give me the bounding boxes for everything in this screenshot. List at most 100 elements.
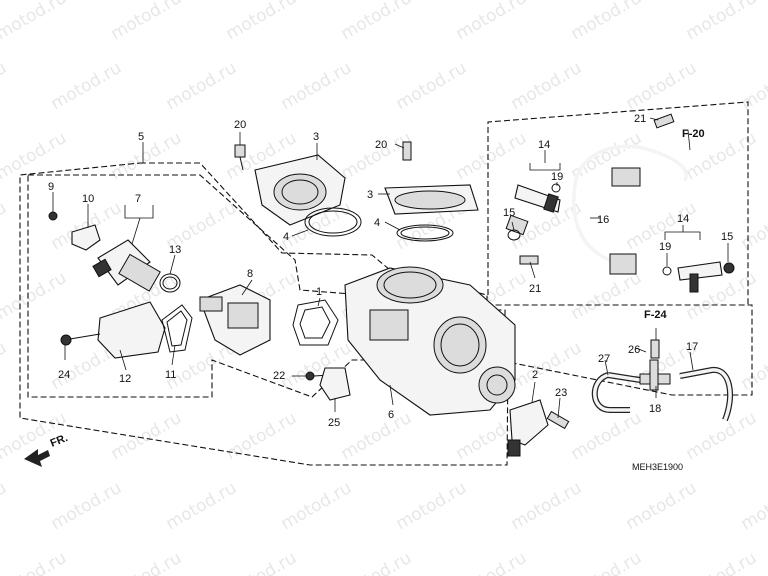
callout-7: 7: [135, 193, 141, 205]
watermark-text: motod.ru: [278, 58, 356, 114]
leader-lines: [52, 117, 729, 419]
injector-14-left: [505, 184, 561, 236]
watermark-text: motod.ru: [0, 478, 10, 534]
watermark-text: motod.ru: [568, 408, 646, 464]
watermark-text: motod.ru: [508, 58, 586, 114]
watermark-text: motod.ru: [738, 58, 768, 114]
callout-11: 11: [165, 369, 176, 381]
watermark-text: motod.ru: [568, 548, 646, 576]
bolt-21-mid: [519, 255, 539, 265]
callout-21-mid: 21: [529, 283, 541, 295]
watermark-text: motod.ru: [223, 408, 301, 464]
idle-control-8: [199, 284, 271, 356]
front-direction-arrow-icon: [24, 449, 50, 467]
callout-14-left: 14: [538, 139, 550, 151]
air-duct-upper: [254, 154, 362, 237]
cover-12: [97, 301, 166, 359]
sensor-2: [507, 399, 549, 457]
watermark-text: motod.ru: [223, 0, 301, 44]
watermark-text: motod.ru: [508, 478, 586, 534]
callout-24: 24: [58, 369, 70, 381]
callout-3-right: 3: [367, 189, 373, 201]
watermark-text: motod.ru: [683, 548, 761, 576]
joint-18: [639, 359, 671, 391]
throttle-body-6: [344, 266, 516, 416]
watermark-text: motod.ru: [738, 198, 768, 254]
callout-15-left: 15: [503, 207, 515, 219]
callout-6: 6: [388, 409, 394, 421]
watermark-text: motod.ru: [338, 408, 416, 464]
watermark-text: motod.ru: [568, 0, 646, 44]
watermark-text: motod.ru: [278, 478, 356, 534]
injector-14-right: [677, 261, 723, 293]
watermark-text: motod.ru: [0, 128, 70, 184]
watermark-text: motod.ru: [393, 478, 471, 534]
callout-19-left: 19: [551, 171, 563, 183]
callout-22: 22: [273, 370, 285, 382]
callout-1: 1: [316, 286, 322, 298]
callout-17: 17: [686, 341, 698, 353]
watermark-text: motod.ru: [0, 548, 70, 576]
watermark-text: motod.ru: [738, 338, 768, 394]
callout-15-right: 15: [721, 231, 733, 243]
bracket-10: [71, 224, 101, 251]
watermark-text: motod.ru: [163, 58, 241, 114]
watermark-text: motod.ru: [0, 58, 10, 114]
callout-13: 13: [169, 244, 181, 256]
watermark-text: motod.ru: [108, 548, 186, 576]
callout-21-top: 21: [634, 113, 646, 125]
bolt-23: [546, 410, 570, 430]
bolt-20-right: [402, 141, 412, 161]
bolt-24: [60, 333, 101, 346]
gasket-11: [161, 304, 193, 353]
callout-19-right: 19: [659, 241, 671, 253]
callout-3-left: 3: [313, 131, 319, 143]
callout-10: 10: [82, 193, 94, 205]
watermark-text: motod.ru: [738, 478, 768, 534]
callout-27: 27: [598, 353, 610, 365]
ref-f24: F-24: [644, 309, 668, 321]
watermark-text: motod.ru: [568, 268, 646, 324]
seal-19-right: [662, 266, 672, 276]
seal-19-left: [551, 183, 561, 193]
callout-20-left: 20: [234, 119, 246, 131]
sensor-7: [92, 239, 161, 292]
watermark-text: motod.ru: [623, 478, 701, 534]
watermark-text: motod.ru: [0, 268, 70, 324]
callout-25: 25: [328, 417, 340, 429]
callout-26: 26: [628, 344, 640, 356]
air-duct-gasket: [384, 184, 479, 242]
screw-9: [48, 211, 58, 221]
watermark-text: motod.ru: [338, 0, 416, 44]
watermark-text: motod.ru: [108, 408, 186, 464]
callout-16: 16: [597, 214, 609, 226]
watermark-text: motod.ru: [508, 338, 586, 394]
callout-4-right: 4: [374, 217, 380, 229]
watermark-text: motod.ru: [223, 548, 301, 576]
callout-14-right: 14: [677, 213, 689, 225]
callout-9: 9: [48, 181, 54, 193]
callout-12: 12: [119, 373, 131, 385]
ref-f20: F-20: [682, 128, 705, 140]
watermark-text: motod.ru: [453, 0, 531, 44]
watermark-text: motod.ru: [623, 58, 701, 114]
callout-20-right: 20: [375, 139, 387, 151]
callout-5: 5: [138, 131, 144, 143]
bracket-25: [319, 367, 351, 401]
watermark-text: motod.ru: [108, 128, 186, 184]
watermark-text: motod.ru: [0, 198, 10, 254]
watermark-text: motod.ru: [683, 408, 761, 464]
callout-23: 23: [555, 387, 567, 399]
hose-17: [679, 367, 734, 422]
watermark-text: motod.ru: [48, 478, 126, 534]
callout-4-left: 4: [283, 231, 289, 243]
watermark-text: motod.ru: [108, 0, 186, 44]
hose-27: [591, 372, 641, 413]
callout-18: 18: [649, 403, 661, 415]
diagram-code: MEH3E1900: [632, 462, 683, 472]
watermark-text: motod.ru: [163, 478, 241, 534]
bolt-21-top: [653, 113, 675, 129]
watermark-text: motod.ru: [0, 338, 10, 394]
